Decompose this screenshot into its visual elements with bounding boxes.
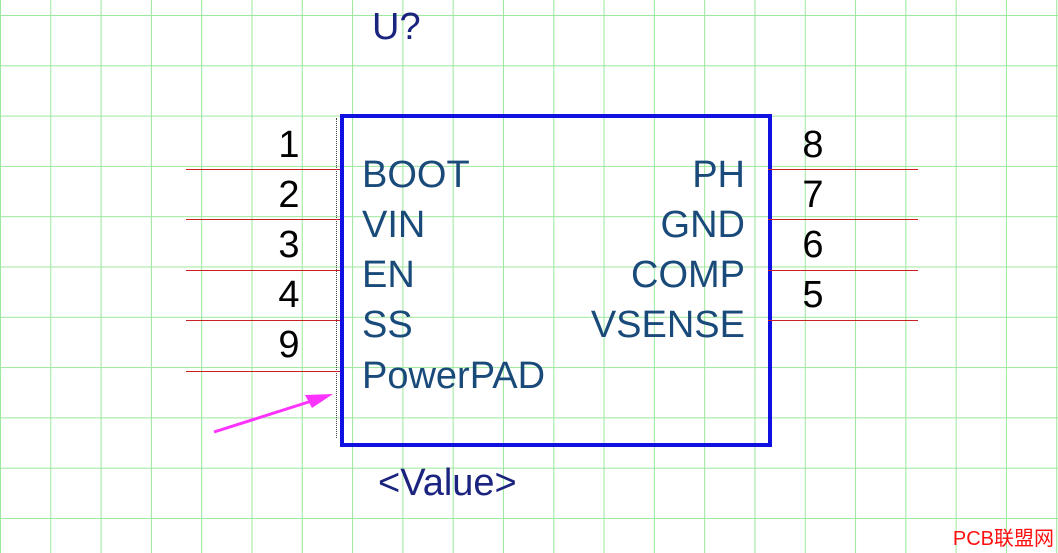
pin-number-1: 1 bbox=[278, 124, 300, 166]
component-value: <Value> bbox=[378, 462, 517, 504]
pin-name-ss: SS bbox=[362, 304, 413, 346]
pin-number-3: 3 bbox=[278, 224, 300, 266]
pin-number-4: 4 bbox=[278, 274, 300, 316]
pin-name-gnd: GND bbox=[660, 204, 745, 246]
pin-line-6[interactable] bbox=[768, 270, 918, 271]
pin-number-6: 6 bbox=[802, 224, 824, 266]
component-designator: U? bbox=[372, 6, 421, 48]
pin-name-boot: BOOT bbox=[362, 154, 470, 196]
pin-line-2[interactable] bbox=[186, 219, 340, 220]
pin-number-2: 2 bbox=[278, 174, 300, 216]
pin-line-5[interactable] bbox=[768, 320, 918, 321]
pin-name-powerpad: PowerPAD bbox=[362, 355, 546, 397]
pin-name-en: EN bbox=[362, 254, 415, 296]
pin-line-1[interactable] bbox=[186, 169, 340, 170]
pin-line-4[interactable] bbox=[186, 320, 340, 321]
pin-line-8[interactable] bbox=[768, 169, 918, 170]
component-body[interactable] bbox=[340, 114, 772, 447]
pin-number-5: 5 bbox=[802, 274, 824, 316]
pin-line-3[interactable] bbox=[186, 270, 340, 271]
pin-name-comp: COMP bbox=[631, 254, 745, 296]
pin-name-ph: PH bbox=[692, 154, 745, 196]
pin-name-vin: VIN bbox=[362, 204, 426, 246]
left-edge-dotted-line bbox=[336, 118, 337, 438]
pin-number-8: 8 bbox=[802, 124, 824, 166]
pin-name-vsense: VSENSE bbox=[590, 304, 745, 346]
pin-line-9[interactable] bbox=[186, 371, 340, 372]
pin-line-7[interactable] bbox=[768, 219, 918, 220]
watermark: PCB联盟网 bbox=[952, 528, 1054, 550]
pin-number-9: 9 bbox=[278, 324, 300, 366]
pin-number-7: 7 bbox=[802, 174, 824, 216]
